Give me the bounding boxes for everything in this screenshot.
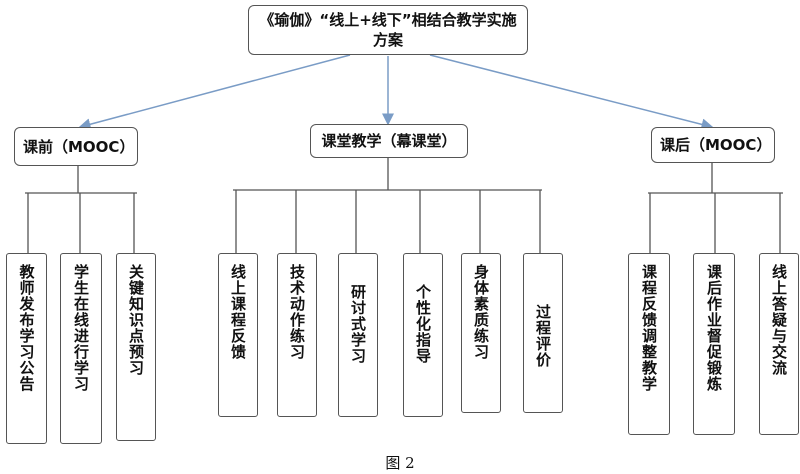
branch-node-before-class: 课前（MOOC）	[14, 127, 138, 166]
leaf-label: 线上课程反馈	[229, 264, 247, 360]
leaf-label: 技术动作练习	[288, 264, 306, 360]
leaf-node: 身体素质练习	[461, 253, 501, 413]
arrow-root-to-before	[78, 54, 351, 131]
leaf-node: 线上课程反馈	[218, 253, 258, 417]
leaf-node: 课程反馈调整教学	[628, 253, 670, 435]
leaf-label: 身体素质练习	[472, 264, 490, 360]
leaf-label: 关键知识点预习	[127, 264, 145, 376]
branch-node-in-class: 课堂教学（幕课堂）	[310, 124, 468, 158]
leaf-label: 线上答疑与交流	[770, 264, 788, 376]
leaf-node: 学生在线进行学习	[60, 253, 102, 444]
root-node: 《瑜伽》“线上+线下”相结合教学实施方案	[248, 5, 528, 55]
branch-node-after-class: 课后（MOOC）	[651, 127, 775, 163]
tree-lines-before	[25, 166, 137, 253]
leaf-label: 研讨式学习	[349, 284, 367, 364]
leaf-node: 课后作业督促锻炼	[693, 253, 735, 435]
branch-label-before-class: 课前（MOOC）	[23, 137, 135, 156]
leaf-label: 教师发布学习公告	[17, 264, 36, 392]
branch-label-after-class: 课后（MOOC）	[660, 136, 772, 154]
leaf-node: 技术动作练习	[277, 253, 317, 417]
leaf-node: 研讨式学习	[338, 253, 378, 417]
leaf-node: 教师发布学习公告	[6, 253, 47, 444]
arrow-root-to-after	[429, 54, 714, 131]
leaf-label: 个性化指导	[414, 284, 432, 364]
tree-lines-class	[233, 158, 542, 253]
root-node-label: 《瑜伽》“线上+线下”相结合教学实施方案	[259, 11, 517, 49]
leaf-label: 过程评价	[534, 304, 552, 368]
leaf-label: 课后作业督促锻炼	[705, 264, 723, 392]
tree-lines-after	[648, 163, 783, 253]
leaf-node: 个性化指导	[403, 253, 443, 417]
leaf-node: 过程评价	[523, 253, 563, 413]
leaf-node: 线上答疑与交流	[759, 253, 799, 435]
leaf-label: 课程反馈调整教学	[640, 264, 658, 392]
branch-label-in-class: 课堂教学（幕课堂）	[321, 132, 457, 150]
figure-caption: 图 2	[385, 454, 415, 472]
leaf-label: 学生在线进行学习	[72, 264, 90, 392]
leaf-node: 关键知识点预习	[116, 253, 156, 441]
